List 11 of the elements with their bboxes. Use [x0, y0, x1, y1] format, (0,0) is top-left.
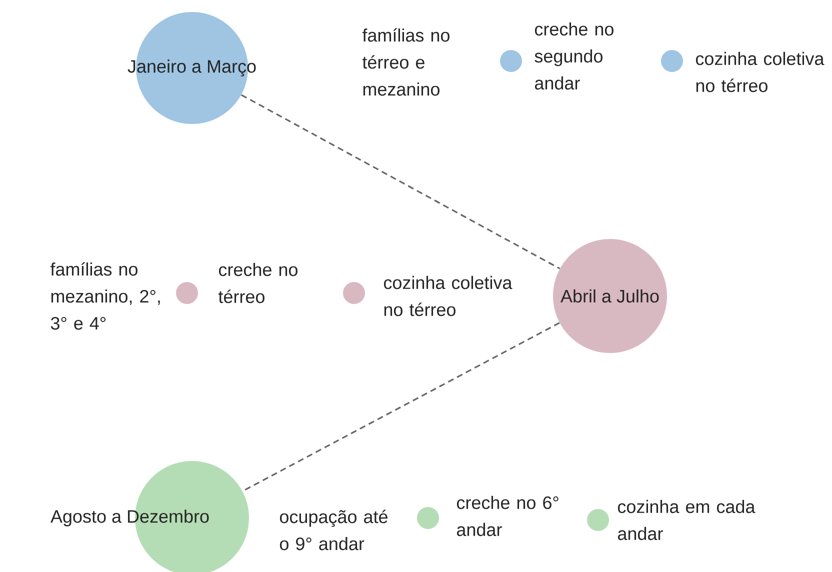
note-text: cozinha em cada andar: [618, 500, 756, 540]
note-text: famílias no mezanino, 2°, 3° e 4°: [50, 262, 160, 330]
note-text: famílias no térreo e mezanino: [362, 28, 450, 96]
dashed-connector: [240, 94, 560, 270]
note-text: creche no segundo andar: [534, 22, 614, 90]
note-text: cozinha coletiva no térreo: [384, 276, 512, 316]
note-text: cozinha coletiva no térreo: [696, 52, 824, 92]
note-text: creche no 6° andar: [456, 496, 558, 536]
note-text: creche no térreo: [218, 262, 298, 304]
note-text: ocupação até o 9° andar: [280, 510, 388, 550]
dashed-connector: [242, 322, 560, 492]
